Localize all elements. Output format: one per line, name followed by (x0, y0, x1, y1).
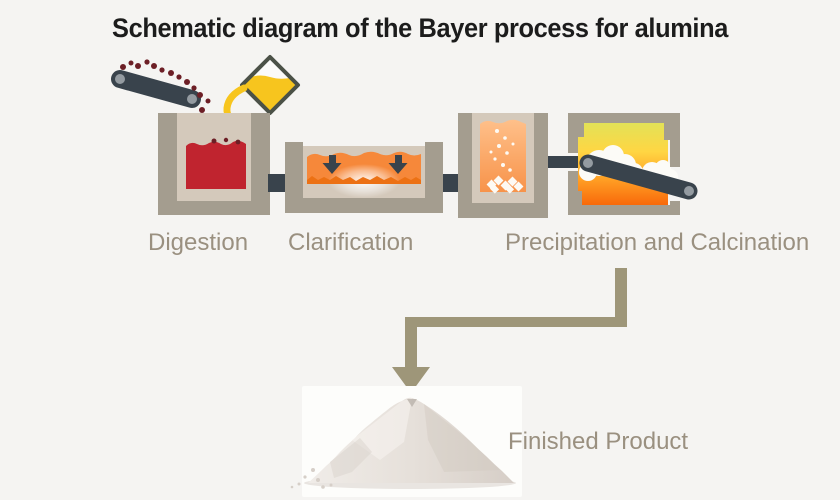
mound-shade (424, 404, 500, 472)
label-finished-product: Finished Product (508, 428, 689, 455)
red-slurry (186, 140, 246, 189)
pipe-connector (443, 174, 462, 192)
slurry-surface-ore (211, 137, 241, 145)
vessel-wall (458, 113, 548, 218)
vessel-wall (158, 113, 270, 215)
furnace-frame (568, 113, 680, 215)
precipitate-liquor (480, 119, 526, 192)
label-precipitation-calcination: Precipitation and Calcination (505, 229, 810, 256)
alumina-pile-image (290, 386, 522, 497)
digestion-vessel (158, 113, 270, 215)
settled-crystals (486, 175, 524, 194)
mound-shade (330, 438, 372, 478)
label-clarification: Clarification (288, 229, 414, 256)
label-digestion: Digestion (148, 229, 249, 256)
powder-mound (308, 397, 514, 483)
pipe-connector (545, 156, 581, 168)
caustic-jug-icon (223, 55, 300, 123)
vessel-wall (285, 142, 443, 213)
precipitation-vessel (458, 113, 548, 218)
kiln-conveyor-icon (579, 154, 698, 200)
falling-crystals (489, 129, 515, 172)
clarification-vessel (285, 142, 443, 213)
settling-arrow-icon (322, 155, 408, 174)
pipe-connector (268, 174, 290, 192)
bauxite-ore-particles (120, 59, 216, 141)
powder-crumbs (290, 468, 333, 489)
ore-conveyor-icon (111, 70, 201, 108)
flow-arrow-icon (392, 268, 627, 393)
mound-highlight (352, 398, 412, 460)
settled-sediment (307, 176, 421, 184)
mound-tip (407, 399, 417, 407)
calcination-furnace (568, 113, 698, 215)
page-title: Schematic diagram of the Bayer process f… (112, 13, 728, 43)
